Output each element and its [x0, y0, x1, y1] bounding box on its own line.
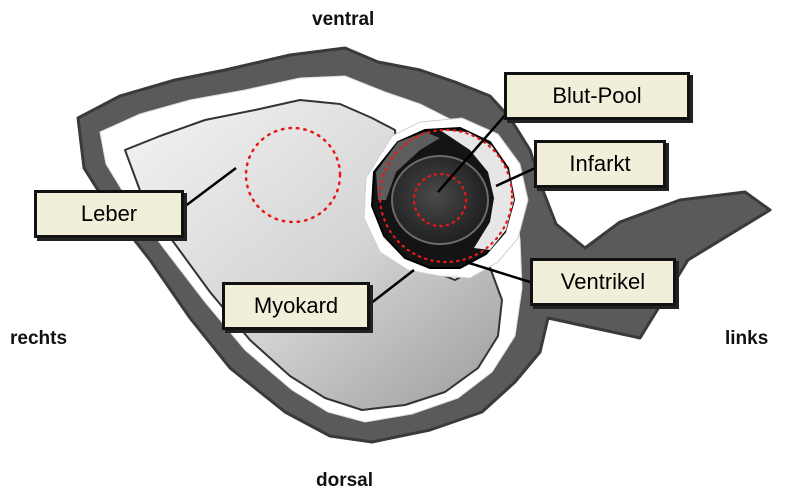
orientation-bottom-label: dorsal [316, 470, 373, 492]
blood-pool [392, 156, 488, 244]
label-infarct: Infarkt [534, 140, 666, 188]
label-myocardium: Myokard [222, 282, 370, 330]
label-ventricle: Ventrikel [530, 258, 676, 306]
orientation-left-label: rechts [10, 328, 67, 350]
label-liver: Leber [34, 190, 184, 238]
orientation-right-label: links [725, 328, 768, 350]
label-blood-pool: Blut-Pool [504, 72, 690, 120]
orientation-top-label: ventral [312, 9, 374, 31]
